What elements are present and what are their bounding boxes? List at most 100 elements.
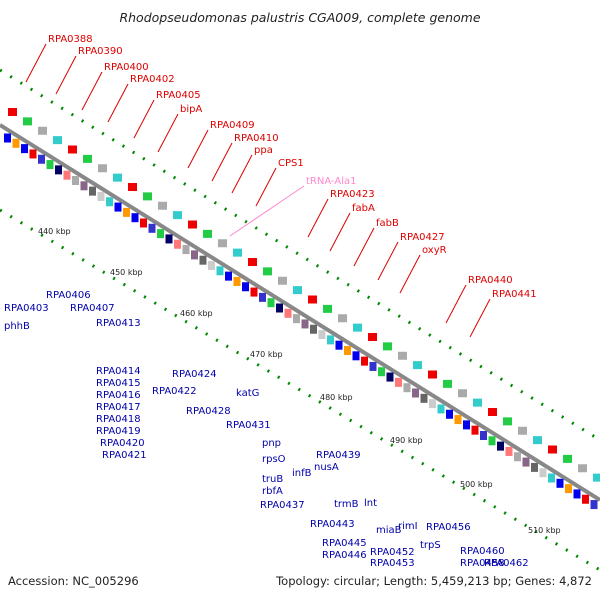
- gene-label[interactable]: RPA0445: [322, 538, 367, 549]
- gene-feature: [199, 255, 207, 265]
- gene-feature: [582, 494, 589, 504]
- gene-label[interactable]: RPA0458: [460, 558, 505, 569]
- label-leader-line: [81, 71, 103, 111]
- gene-label[interactable]: RPA0418: [96, 414, 141, 425]
- gene-feature: [463, 420, 470, 430]
- gene-label[interactable]: infB: [292, 468, 312, 479]
- gene-label[interactable]: ppa: [254, 145, 273, 156]
- gene-feature: [497, 441, 504, 451]
- gene-label[interactable]: RPA0424: [172, 369, 217, 380]
- gene-label[interactable]: miaB: [376, 525, 402, 536]
- gene-label[interactable]: RPA0437: [260, 500, 305, 511]
- gene-label[interactable]: RPA0443: [310, 519, 355, 530]
- label-leader-line: [133, 99, 155, 139]
- gene-label[interactable]: trpS: [420, 540, 441, 551]
- gene-label[interactable]: RPA0441: [492, 289, 537, 300]
- gene-label[interactable]: fabA: [352, 203, 375, 214]
- gene-feature: [113, 173, 122, 182]
- gene-label[interactable]: RPA0414: [96, 366, 141, 377]
- genome-backbone: [0, 123, 600, 502]
- gene-label[interactable]: RPA0406: [46, 290, 91, 301]
- kbp-tick-label: 460 kbp: [180, 309, 213, 318]
- gene-feature: [140, 218, 147, 228]
- label-leader-line: [399, 254, 421, 294]
- gene-label[interactable]: RPA0407: [70, 303, 115, 314]
- gene-label[interactable]: rpsO: [262, 454, 286, 465]
- gene-feature: [454, 415, 462, 425]
- gene-label[interactable]: RPA0419: [96, 426, 141, 437]
- gene-label[interactable]: RPA0456: [426, 522, 471, 533]
- gene-label[interactable]: rbfA: [262, 486, 283, 497]
- gene-label[interactable]: RPA0402: [130, 74, 175, 85]
- gene-label[interactable]: RPA0428: [186, 406, 231, 417]
- gene-label[interactable]: rimI: [398, 521, 418, 532]
- gene-label[interactable]: RPA0431: [226, 420, 271, 431]
- gene-feature: [398, 351, 407, 360]
- gene-label[interactable]: RPA0440: [468, 275, 513, 286]
- gene-label[interactable]: trmB: [334, 499, 359, 510]
- gene-label[interactable]: RPA0421: [102, 450, 147, 461]
- gene-feature: [148, 223, 156, 233]
- gene-label[interactable]: bipA: [180, 104, 202, 115]
- gene-feature: [578, 464, 587, 473]
- gene-feature: [46, 160, 54, 170]
- gene-label[interactable]: pnp: [262, 438, 281, 449]
- gene-label[interactable]: RPA0416: [96, 390, 141, 401]
- label-leader-line: [107, 83, 129, 123]
- gene-feature: [225, 271, 232, 281]
- rna-gene-label[interactable]: tRNA-Ala1: [306, 176, 356, 187]
- label-leader-line: [255, 167, 277, 207]
- gene-feature: [480, 431, 487, 440]
- gene-feature: [301, 319, 309, 329]
- gene-feature: [473, 398, 482, 407]
- gene-label[interactable]: RPA0462: [484, 558, 529, 569]
- gene-label[interactable]: RPA0452: [370, 547, 415, 558]
- gene-label[interactable]: RPA0446: [322, 550, 367, 561]
- gene-label[interactable]: lnt: [364, 498, 377, 509]
- kbp-tick-label: 490 kbp: [390, 436, 423, 445]
- gene-label[interactable]: RPA0405: [156, 90, 201, 101]
- gene-label[interactable]: fabB: [376, 218, 399, 229]
- gene-feature: [503, 417, 512, 426]
- gene-feature: [165, 234, 173, 244]
- gene-feature: [563, 454, 572, 463]
- gene-label[interactable]: RPA0453: [370, 558, 415, 569]
- gene-feature: [83, 154, 92, 163]
- gene-label[interactable]: nusA: [314, 462, 339, 473]
- gene-label[interactable]: phhB: [4, 321, 30, 332]
- summary-text: Topology: circular; Length: 5,459,213 bp…: [275, 574, 592, 588]
- gene-label[interactable]: RPA0415: [96, 378, 141, 389]
- gene-label[interactable]: RPA0400: [104, 62, 149, 73]
- gene-label[interactable]: RPA0410: [234, 133, 279, 144]
- gene-feature: [173, 211, 182, 220]
- gene-feature: [123, 207, 130, 217]
- gene-label[interactable]: RPA0460: [460, 546, 505, 557]
- gene-label[interactable]: RPA0409: [210, 120, 255, 131]
- gene-label[interactable]: RPA0439: [316, 450, 361, 461]
- gene-feature: [573, 489, 581, 499]
- gene-label[interactable]: RPA0413: [96, 318, 141, 329]
- gene-label[interactable]: CPS1: [278, 158, 304, 169]
- gene-feature: [218, 239, 227, 248]
- gene-label[interactable]: truB: [262, 474, 283, 485]
- reverse-gene-labels: RPA0403phhBRPA0406RPA0407RPA0413RPA0414R…: [4, 290, 529, 569]
- gene-feature: [72, 176, 79, 185]
- gene-label[interactable]: oxyR: [422, 245, 447, 256]
- gene-label[interactable]: katG: [236, 388, 259, 399]
- gene-feature: [128, 183, 137, 191]
- gene-feature: [208, 261, 215, 270]
- gene-label[interactable]: RPA0423: [330, 189, 375, 200]
- gene-label[interactable]: RPA0403: [4, 303, 49, 314]
- gene-feature: [293, 286, 302, 295]
- label-leader-line: [211, 142, 233, 182]
- gene-label[interactable]: RPA0422: [152, 386, 197, 397]
- gene-label[interactable]: RPA0420: [100, 438, 145, 449]
- gene-feature: [369, 361, 377, 371]
- gene-label[interactable]: RPA0390: [78, 46, 123, 57]
- gene-label[interactable]: RPA0388: [48, 34, 93, 45]
- gene-label[interactable]: RPA0427: [400, 232, 445, 243]
- gene-label[interactable]: RPA0417: [96, 402, 141, 413]
- gene-feature: [38, 126, 47, 135]
